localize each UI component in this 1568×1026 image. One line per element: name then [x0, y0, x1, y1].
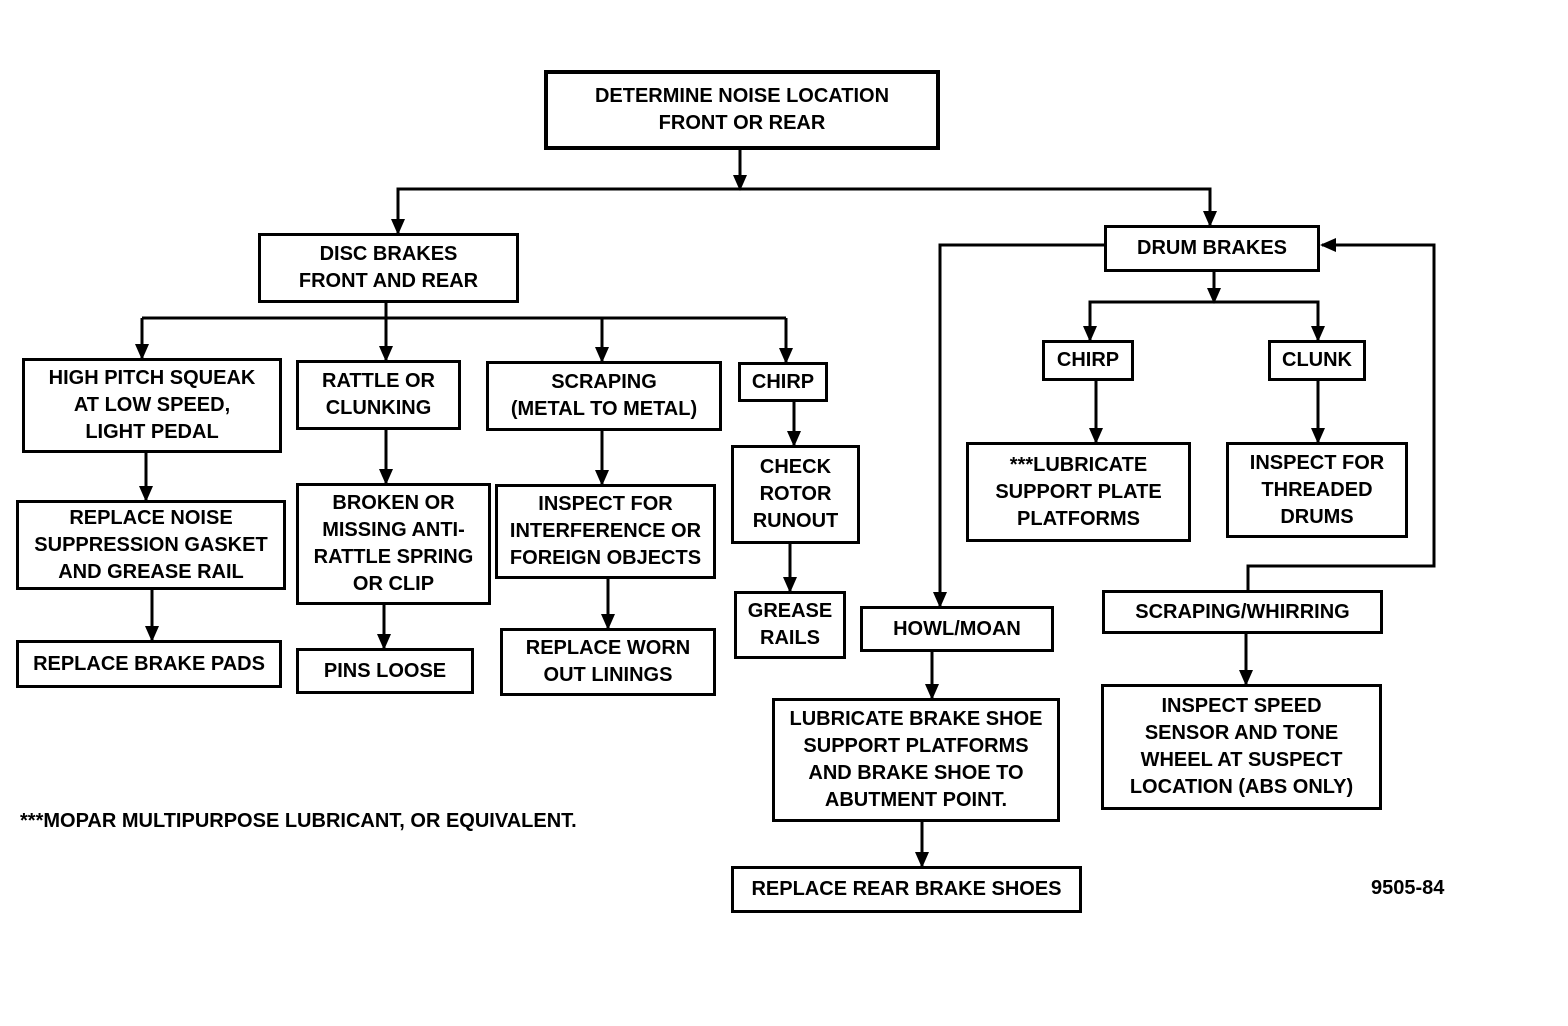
node-scraping-metal: SCRAPING (METAL TO METAL) [486, 361, 722, 431]
node-replace-pads: REPLACE BRAKE PADS [16, 640, 282, 688]
figure-id: 9505-84 [1371, 877, 1445, 899]
connector-drum-howl [933, 243, 1104, 608]
node-determine-location: DETERMINE NOISE LOCATION FRONT OR REAR [544, 70, 940, 150]
connector-drum-to-chirp [1088, 300, 1325, 342]
node-replace-rear-shoes: REPLACE REAR BRAKE SHOES [731, 866, 1082, 913]
node-scraping-whirring: SCRAPING/WHIRRING [1102, 590, 1383, 634]
node-chirp-disc: CHIRP [738, 362, 828, 402]
node-lubricate-support-plate: ***LUBRICATE SUPPORT PLATE PLATFORMS [966, 442, 1191, 542]
node-grease-rails: GREASE RAILS [734, 591, 846, 659]
node-clunk: CLUNK [1268, 340, 1366, 381]
node-disc-brakes: DISC BRAKES FRONT AND REAR [258, 233, 519, 303]
node-replace-gasket: REPLACE NOISE SUPPRESSION GASKET AND GRE… [16, 500, 286, 590]
node-broken-spring: BROKEN OR MISSING ANTI- RATTLE SPRING OR… [296, 483, 491, 605]
node-chirp-drum: CHIRP [1042, 340, 1134, 381]
node-check-runout: CHECK ROTOR RUNOUT [731, 445, 860, 544]
connector-root-split [396, 187, 1217, 233]
node-drum-brakes: DRUM BRAKES [1104, 225, 1320, 272]
node-inspect-speed-sensor: INSPECT SPEED SENSOR AND TONE WHEEL AT S… [1101, 684, 1382, 810]
node-lubricate-brake-shoe: LUBRICATE BRAKE SHOE SUPPORT PLATFORMS A… [772, 698, 1060, 822]
node-replace-linings: REPLACE WORN OUT LININGS [500, 628, 716, 696]
node-high-pitch-squeak: HIGH PITCH SQUEAK AT LOW SPEED, LIGHT PE… [22, 358, 282, 453]
footnote-lubricant: ***MOPAR MULTIPURPOSE LUBRICANT, OR EQUI… [20, 810, 577, 832]
node-inspect-threaded-drums: INSPECT FOR THREADED DRUMS [1226, 442, 1408, 538]
node-pins-loose: PINS LOOSE [296, 648, 474, 694]
node-howl-moan: HOWL/MOAN [860, 606, 1054, 652]
connector-whirring-drum [1246, 238, 1436, 590]
node-rattle-clunking: RATTLE OR CLUNKING [296, 360, 461, 430]
node-inspect-interference: INSPECT FOR INTERFERENCE OR FOREIGN OBJE… [495, 484, 716, 579]
